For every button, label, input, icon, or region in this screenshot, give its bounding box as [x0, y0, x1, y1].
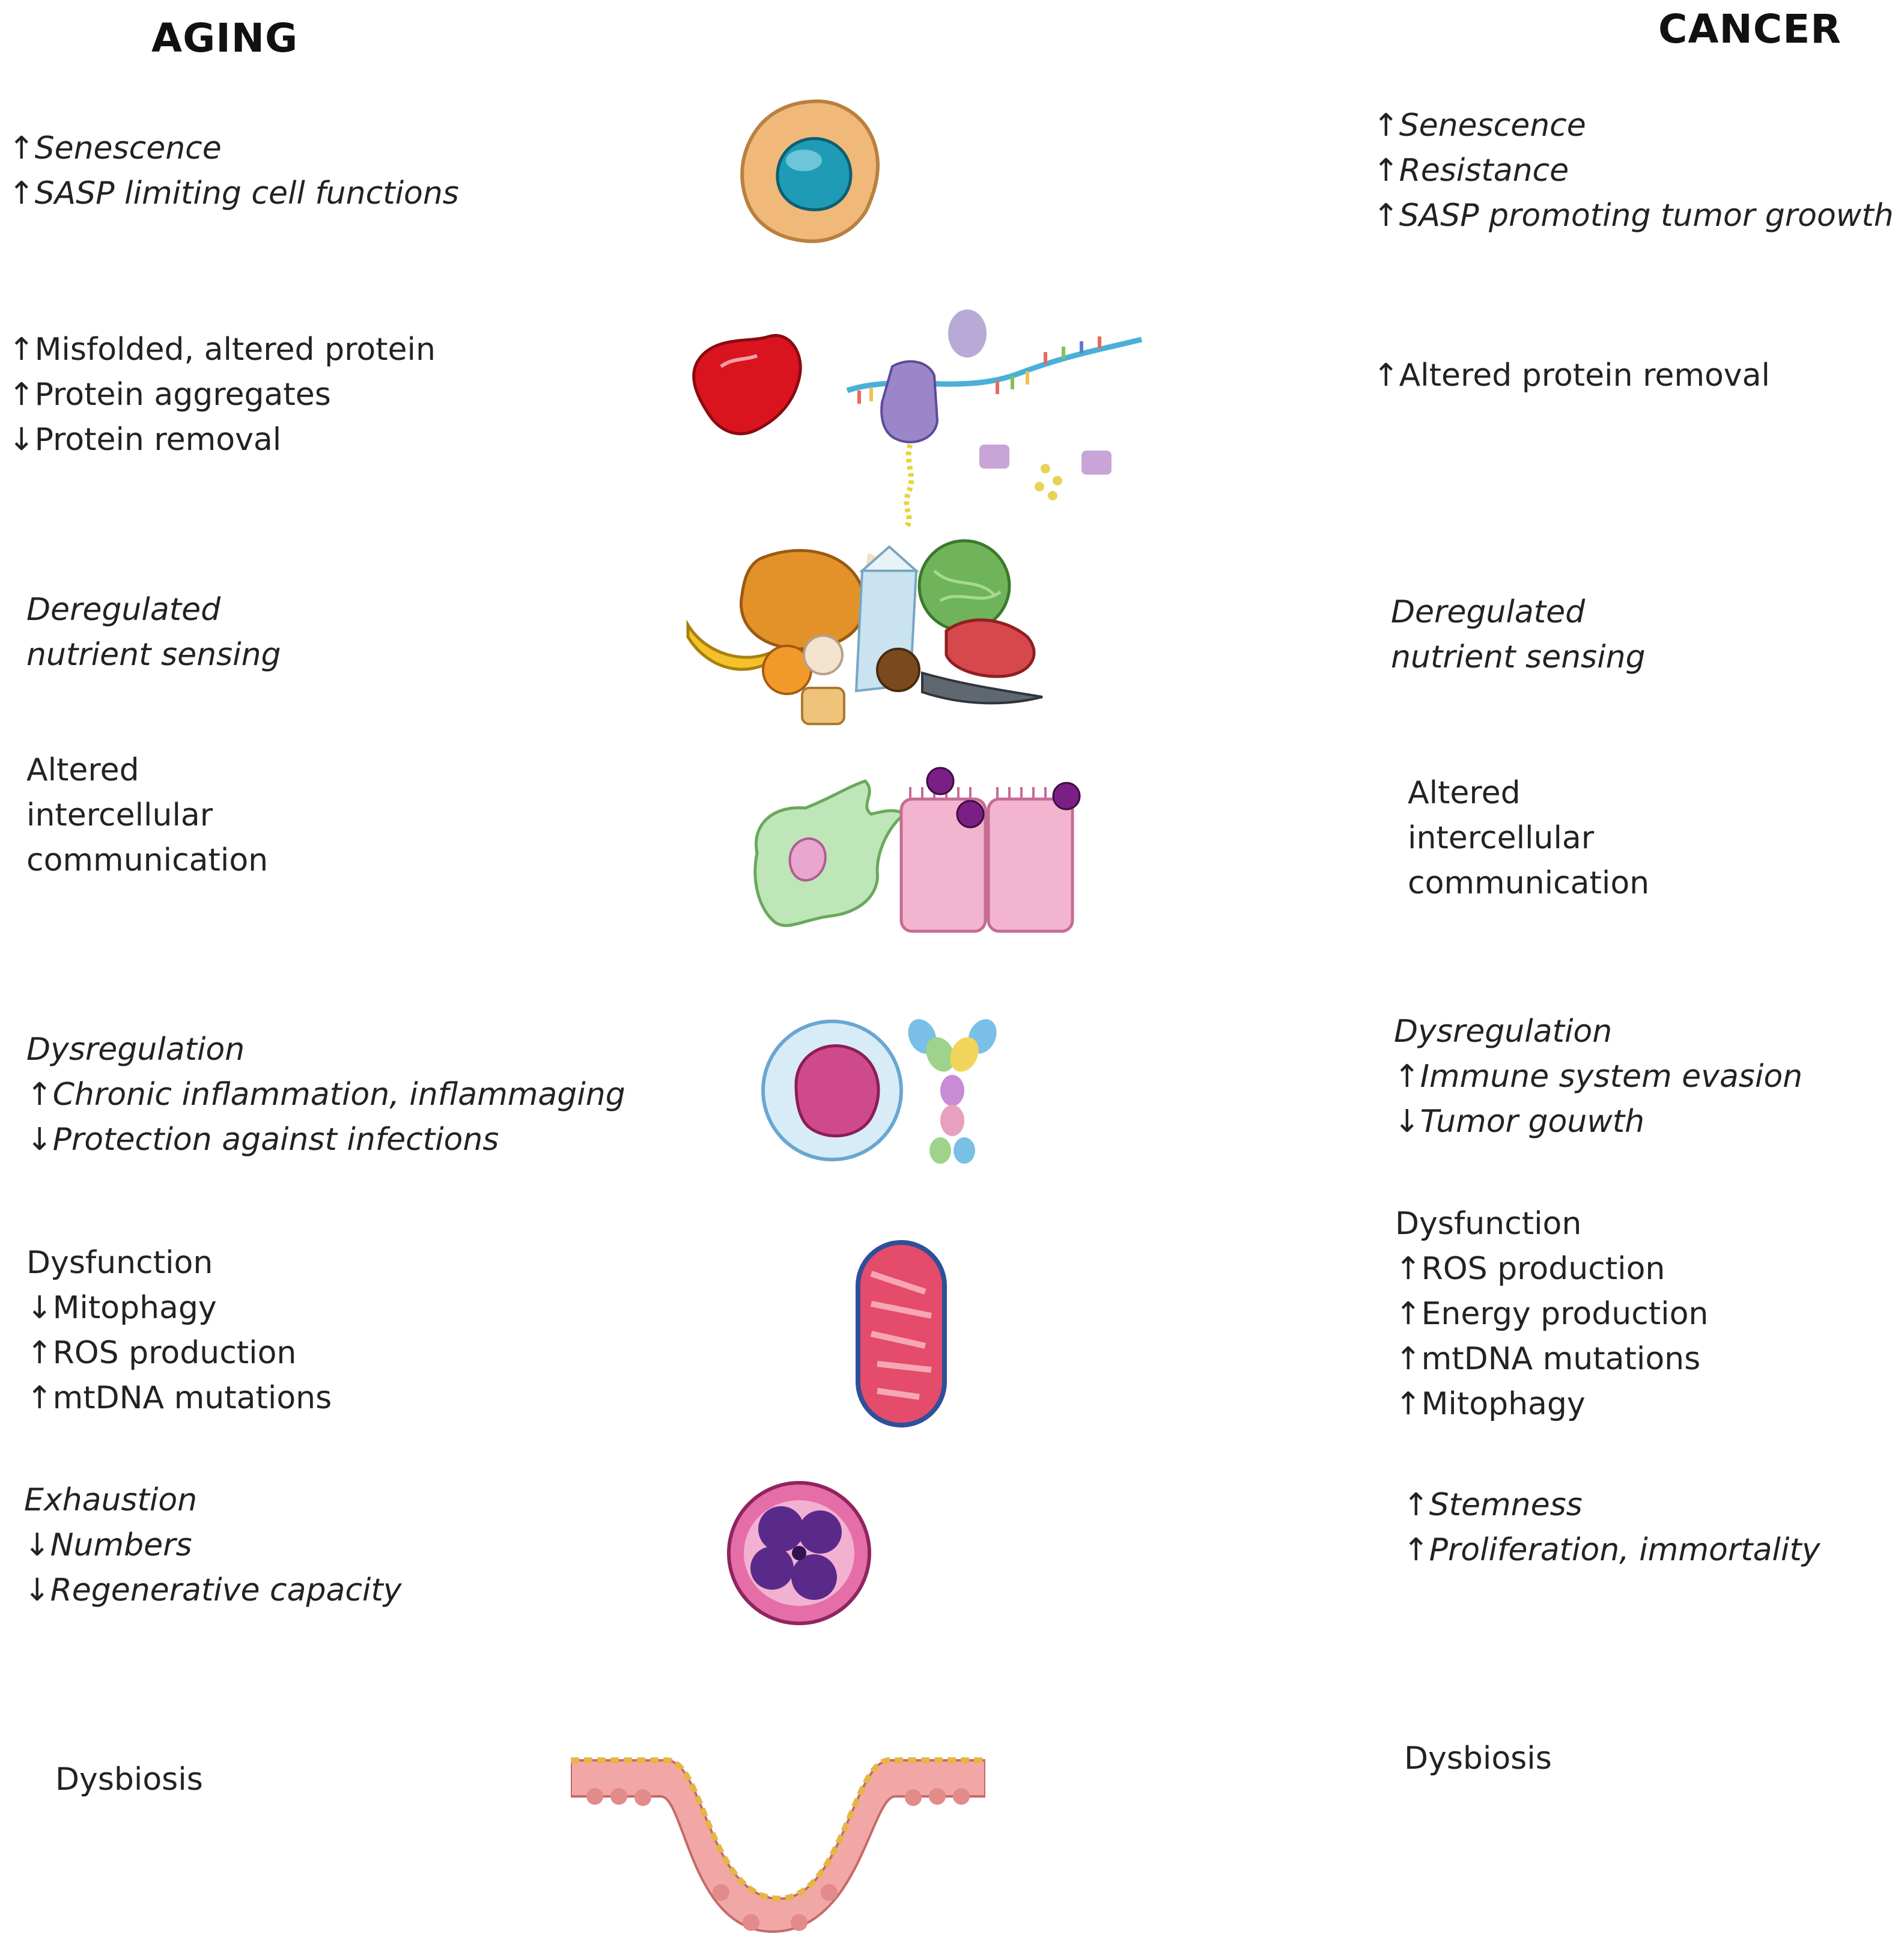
aging-nutrient-text: Deregulated nutrient sensing: [26, 588, 281, 678]
aging-proteostasis-text: ↑Misfolded, altered protein ↑Protein aggr…: [8, 327, 436, 463]
cancer-row-5-line: Dysfunction: [1395, 1206, 1582, 1242]
stem-cell-icon: [727, 1481, 871, 1625]
protein-ribosome-icon: [692, 309, 1143, 528]
aging-row-6-line: ↓Regenerative capacity: [24, 1572, 402, 1608]
cancer-row-4-line: Dysregulation: [1394, 1014, 1613, 1050]
aging-row-7-line: Dysbiosis: [55, 1762, 203, 1798]
cancer-row-5-line: ↑Mitophagy: [1395, 1386, 1586, 1422]
cancer-row-1-line: ↑Altered protein removal: [1373, 357, 1770, 394]
aging-row-5-line: Dysfunction: [26, 1245, 213, 1281]
cancer-immune-text: Dysregulation ↑Immune system evasion ↓Tumo…: [1394, 1009, 1802, 1145]
aging-communication-text: Altered intercellular communication: [26, 748, 268, 883]
food-nutrients-icon: [686, 539, 1043, 725]
cancer-row-4-line: ↓Tumor gouwth: [1394, 1104, 1645, 1140]
cancer-row-6-line: ↑Stemness: [1403, 1487, 1583, 1523]
aging-row-1-line: ↑Misfolded, altered protein: [8, 332, 436, 368]
aging-row-4-line: ↑Chronic inflammation, inflammaging: [26, 1077, 625, 1113]
cancer-row-3-line: Altered: [1408, 775, 1521, 811]
cell-communication-icon: [753, 767, 1081, 933]
cancer-row-3-line: communication: [1408, 865, 1650, 901]
aging-row-3-line: communication: [26, 842, 269, 878]
cancer-row-4-line: ↑Immune system evasion: [1394, 1059, 1803, 1095]
cancer-nutrient-text: Deregulated nutrient sensing: [1391, 590, 1646, 680]
aging-row-3-line: intercellular: [26, 797, 213, 833]
aging-row-6-line: ↓Numbers: [24, 1527, 192, 1563]
cancer-row-0-line: ↑SASP promoting tumor groowth: [1373, 198, 1894, 234]
cancer-dysbiosis-text: Dysbiosis: [1404, 1736, 1552, 1781]
aging-row-4-line: Dysregulation: [26, 1032, 245, 1068]
cancer-proteostasis-text: ↑Altered protein removal: [1373, 353, 1770, 398]
aging-senescence-text: ↑Senescence ↑SASP limiting cell functions: [8, 126, 459, 216]
cancer-row-6-line: ↑Proliferation, immortality: [1403, 1532, 1820, 1568]
mitochondrion-icon: [856, 1240, 947, 1428]
gut-microbiota-icon: [571, 1757, 985, 1933]
cancer-row-0-line: ↑Senescence: [1373, 108, 1586, 144]
aging-row-1-line: ↓Protein removal: [8, 422, 282, 458]
cancer-row-7-line: Dysbiosis: [1404, 1741, 1552, 1777]
aging-dysbiosis-text: Dysbiosis: [55, 1757, 203, 1802]
aging-row-5-line: ↑ROS production: [26, 1335, 297, 1371]
aging-row-5-line: ↑mtDNA mutations: [26, 1380, 332, 1416]
aging-row-6-line: Exhaustion: [24, 1482, 198, 1518]
aging-row-3-line: Altered: [26, 752, 139, 788]
cancer-senescence-text: ↑Senescence ↑Resistance ↑SASP promoting tu…: [1373, 103, 1894, 239]
aging-mitochondria-text: Dysfunction ↓Mitophagy ↑ROS production ↑mtD…: [26, 1241, 332, 1421]
cancer-stem-text: ↑Stemness ↑Proliferation, immortality: [1403, 1483, 1820, 1573]
cancer-row-5-line: ↑mtDNA mutations: [1395, 1341, 1701, 1377]
aging-row-0-line: ↑Senescence: [8, 130, 222, 166]
aging-header: AGING: [151, 15, 299, 61]
cancer-communication-text: Altered intercellular communication: [1408, 771, 1649, 906]
cancer-row-2-line: Deregulated: [1391, 594, 1586, 630]
senescent-cell-icon: [740, 99, 880, 243]
cancer-row-0-line: ↑Resistance: [1373, 153, 1569, 189]
cancer-header: CANCER: [1658, 6, 1842, 52]
cancer-row-2-line: nutrient sensing: [1391, 639, 1646, 675]
aging-row-1-line: ↑Protein aggregates: [8, 377, 331, 413]
aging-row-0-line: ↑SASP limiting cell functions: [8, 175, 459, 211]
cancer-row-5-line: ↑Energy production: [1395, 1296, 1709, 1332]
cancer-row-5-line: ↑ROS production: [1395, 1251, 1665, 1287]
immune-cell-antibody-icon: [761, 1019, 997, 1164]
aging-row-2-line: Deregulated: [26, 592, 221, 628]
cancer-mitochondria-text: Dysfunction ↑ROS production ↑Energy produc…: [1395, 1202, 1708, 1427]
aging-row-4-line: ↓Protection against infections: [26, 1122, 499, 1158]
aging-row-5-line: ↓Mitophagy: [26, 1290, 217, 1326]
aging-immune-text: Dysregulation ↑Chronic inflammation, infl…: [26, 1027, 625, 1163]
aging-row-2-line: nutrient sensing: [26, 637, 281, 673]
aging-stem-text: Exhaustion ↓Numbers ↓Regenerative capacity: [24, 1478, 402, 1613]
cancer-row-3-line: intercellular: [1408, 820, 1595, 856]
